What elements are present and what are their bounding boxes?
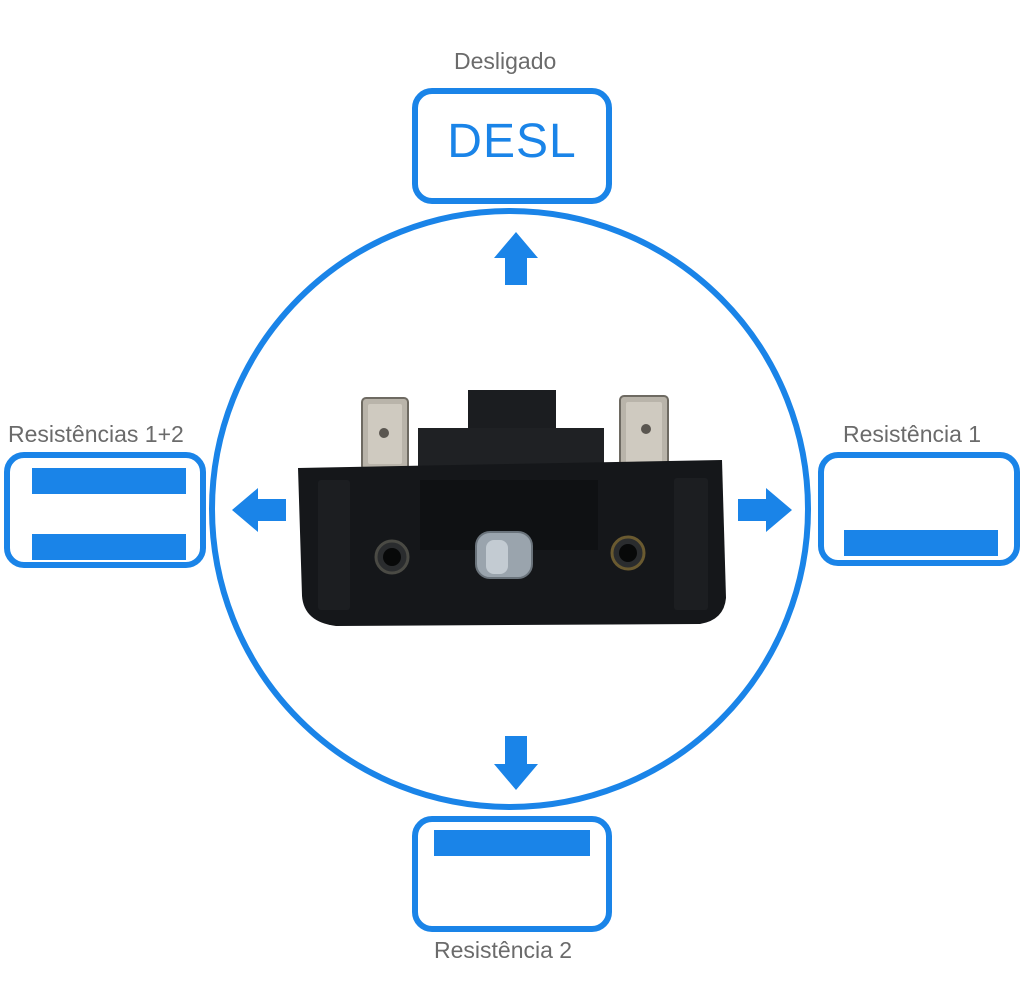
label-top-desligado: Desligado (454, 48, 557, 74)
arrow-down-icon (494, 736, 538, 790)
arrow-left-icon (232, 488, 286, 532)
label-left-resistencias-1-2: Resistências 1+2 (8, 421, 184, 447)
indicator-box-top: DESL (412, 88, 612, 204)
indicator-box-bottom (412, 816, 612, 932)
indicator-box-left (4, 452, 206, 568)
indicator-text-desl: DESL (447, 115, 577, 168)
label-right-resistencia-1: Resistência 1 (843, 421, 982, 447)
label-bottom-resistencia-2: Resistência 2 (434, 937, 573, 963)
indicator-bar-upper (434, 830, 590, 856)
right-terminal (619, 395, 669, 471)
arrow-up-icon (494, 232, 538, 285)
indicator-bar-lower (32, 534, 186, 560)
selector-circle (209, 208, 811, 810)
indicator-bar-upper (32, 468, 186, 494)
left-terminal (361, 397, 409, 471)
rotary-switch-photo (298, 390, 726, 626)
indicator-box-right (818, 452, 1020, 566)
indicator-bar-lower (844, 530, 998, 556)
arrow-right-icon (738, 488, 792, 532)
